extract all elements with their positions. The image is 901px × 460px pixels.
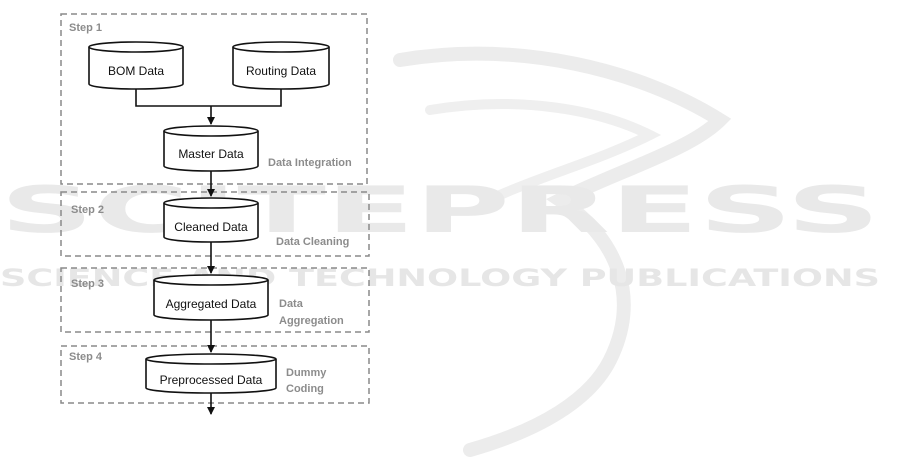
routing-data-store: Routing Data [233,42,329,89]
step-4-label: Step 4 [69,351,103,363]
step-2-label: Step 2 [71,204,104,216]
step-2-stage-label: Data Cleaning [276,236,349,248]
step-4-stage-label-line-2: Coding [286,383,324,395]
step-1-label: Step 1 [69,22,102,34]
bom-to-merge-line [136,88,281,106]
watermark-main-text: SCITEPRESS [0,174,880,248]
master-data-store: Master Data [164,126,258,171]
step-4-stage-label-line-1: Dummy [286,367,327,379]
preprocessed-data-label: Preprocessed Data [160,373,263,387]
cleaned-data-label: Cleaned Data [174,220,248,234]
aggregated-data-store: Aggregated Data [154,275,268,320]
step-3-label: Step 3 [71,278,104,290]
cleaned-data-store: Cleaned Data [164,198,258,242]
step-3-stage-label-line-1: Data [279,298,304,310]
routing-data-label: Routing Data [246,64,316,78]
bom-data-label: BOM Data [108,64,164,78]
bom-data-store: BOM Data [89,42,183,89]
step-1-stage-label: Data Integration [268,157,352,169]
master-data-label: Master Data [178,147,244,161]
aggregated-data-label: Aggregated Data [166,297,257,311]
preprocessed-data-store: Preprocessed Data [146,354,276,393]
watermark: SCITEPRESS SCIENCE AND TECHNOLOGY PUBLIC… [0,54,880,450]
step-3-stage-label-line-2: Aggregation [279,315,344,327]
